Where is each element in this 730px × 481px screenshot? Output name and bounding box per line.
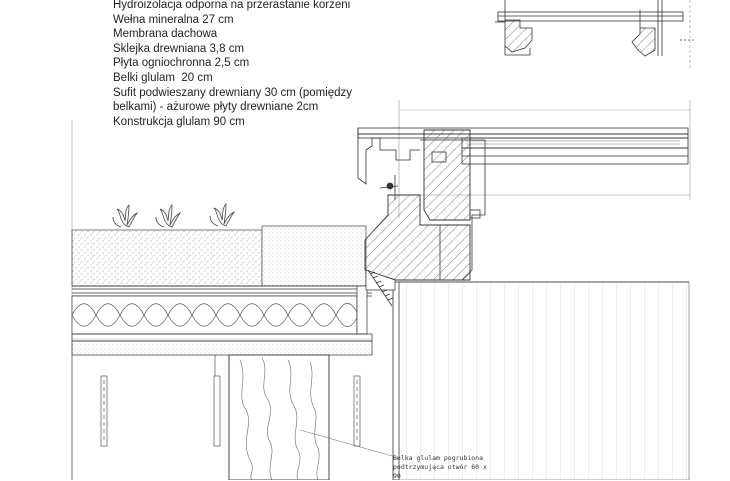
key-plan — [495, 0, 696, 57]
beam-note-line: podtrzymująca otwór 60 x — [393, 463, 487, 471]
plywood-layer — [71, 333, 373, 356]
layer-item: Płyta ogniochronna 2,5 cm — [113, 57, 250, 70]
support-wall — [392, 281, 690, 480]
layer-list: Hydroizolacja odporna na przerastanie ko… — [113, 0, 393, 129]
substrate-layer — [71, 225, 367, 287]
beam-note: Belka glulam pogrubiona podtrzymująca ot… — [393, 454, 543, 481]
layer-item: Sufit podwieszany drewniany 30 cm (pomię… — [113, 86, 356, 114]
beam-note-line: 90 — [393, 472, 401, 480]
screw — [367, 269, 394, 307]
layer-item: Belki glulam 20 cm — [113, 71, 213, 84]
mineral-wool-layer — [71, 285, 368, 335]
layer-item: Wełna mineralna 27 cm — [113, 13, 234, 26]
membrane-layers — [72, 285, 372, 297]
layer-item: Membrana dachowa — [113, 28, 218, 41]
skylight-frame — [357, 127, 689, 281]
ceiling-joists — [71, 355, 361, 480]
plant-icons — [112, 203, 236, 228]
beam-note-line: Belka glulam pogrubiona — [393, 454, 484, 462]
glulam-beam — [228, 354, 330, 480]
layer-item: Hydroizolacja odporna na przerastanie ko… — [113, 0, 351, 11]
layer-item: Konstrukcja glulam 90 cm — [113, 115, 245, 128]
beam-leader-line — [299, 429, 393, 457]
glazing — [466, 140, 680, 145]
layer-item: Sklejka drewniana 3,8 cm — [113, 42, 245, 55]
upstand-structure — [364, 129, 471, 291]
